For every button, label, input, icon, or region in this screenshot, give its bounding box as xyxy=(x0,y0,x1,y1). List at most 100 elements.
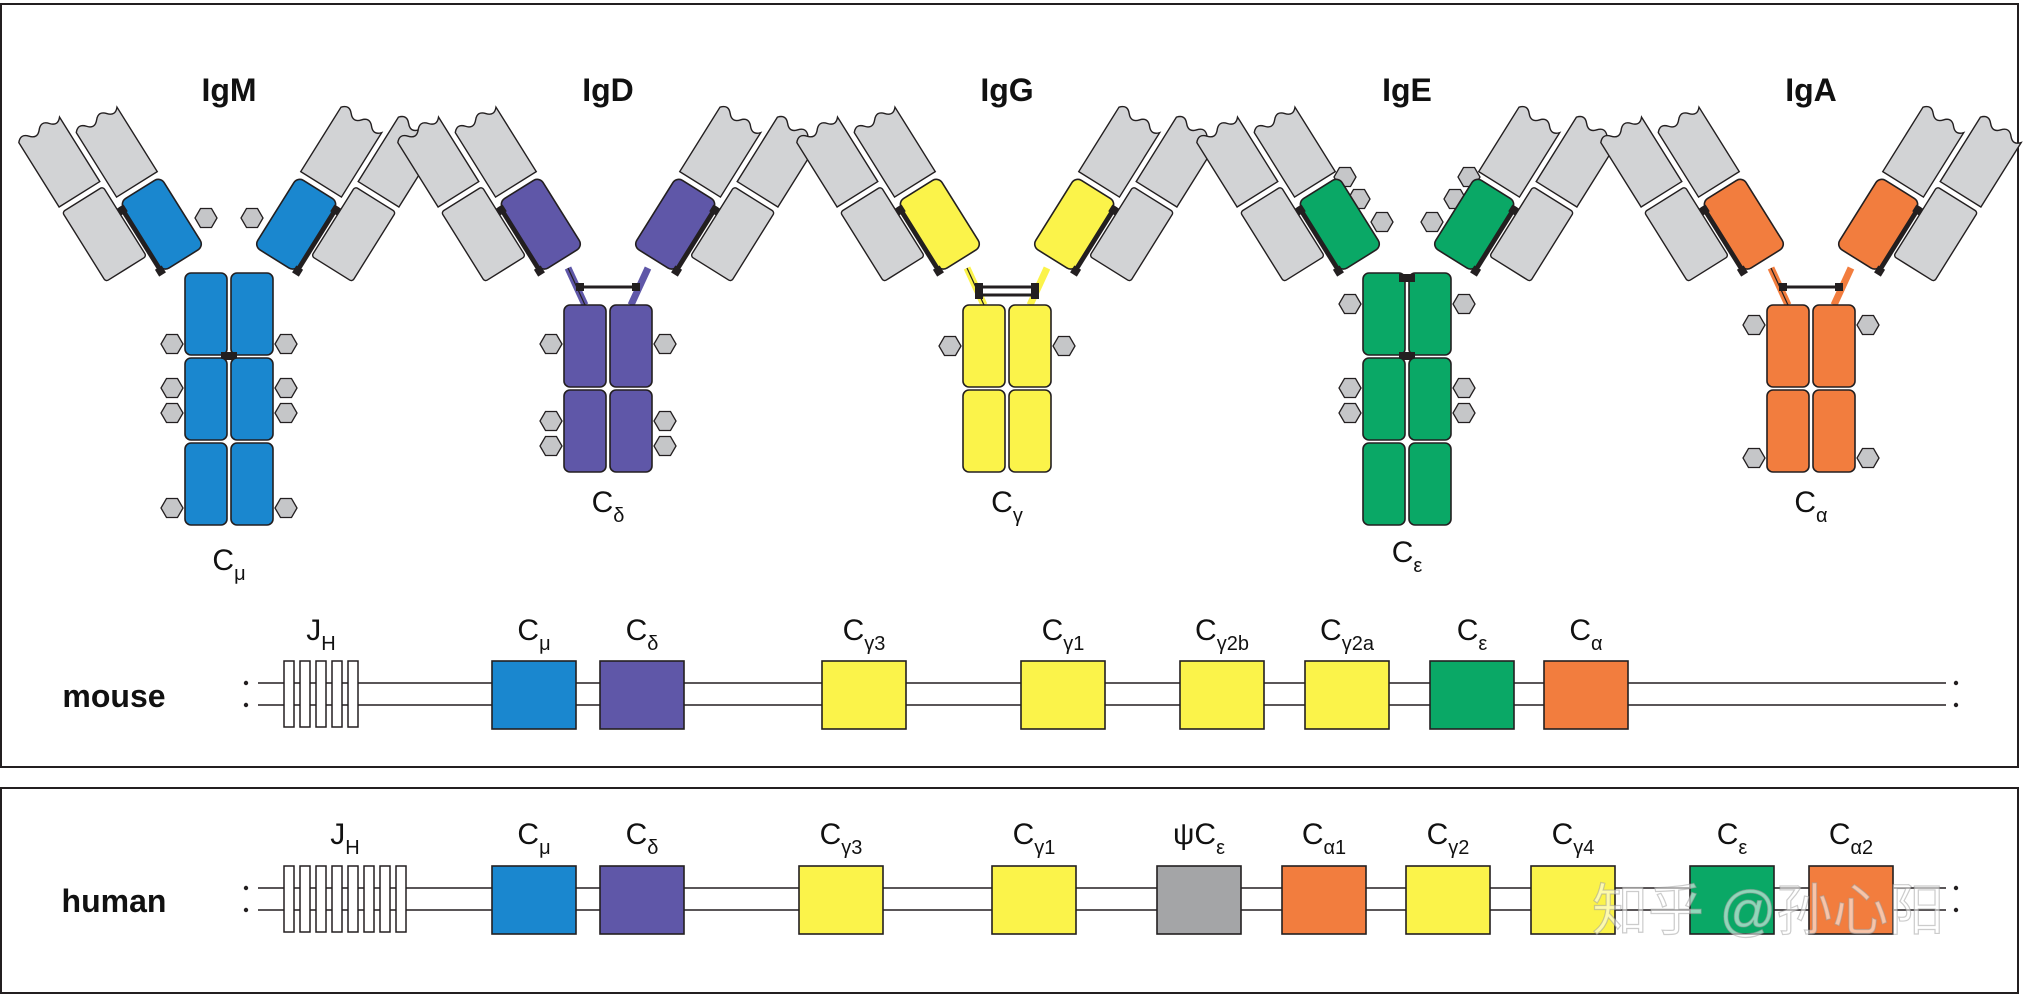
heavy-chain-constant-domain xyxy=(1812,389,1856,473)
jh-segment xyxy=(315,660,327,728)
carbohydrate-hexagon xyxy=(274,333,298,355)
antibody-title: IgE xyxy=(1382,72,1432,108)
constant-region-label-subscript: α xyxy=(1816,505,1828,527)
carbohydrate-hexagon xyxy=(274,497,298,519)
mouse-panel-frame xyxy=(0,3,2019,768)
jh-segment xyxy=(363,865,375,933)
mouse-species-label: mouse xyxy=(62,678,165,714)
cl-domain xyxy=(441,187,526,282)
heavy-chain-constant-domain xyxy=(184,357,228,441)
constant-gene-segment xyxy=(1405,865,1491,935)
constant-gene-segment xyxy=(491,660,577,730)
constant-gene-segment xyxy=(991,865,1077,935)
carbohydrate-hexagon xyxy=(160,333,184,355)
gene-segment-label-base: C xyxy=(1829,818,1851,851)
gene-segment-label: Cμ xyxy=(517,818,550,859)
heavy-chain-constant-domain xyxy=(1812,304,1856,388)
continuation-dot xyxy=(1953,907,1959,913)
heavy-light-disulfide xyxy=(118,205,163,273)
gene-segment-label-subscript: γ2a xyxy=(1342,633,1375,655)
heavy-light-disulfide xyxy=(1473,205,1518,273)
ch1-domain xyxy=(634,178,716,270)
disulfide-bond xyxy=(1399,274,1415,282)
gene-segment-label-subscript: α1 xyxy=(1323,837,1346,859)
antibody-title: IgG xyxy=(980,72,1033,108)
gene-segment-label-subscript: μ xyxy=(539,837,551,859)
constant-gene-segment xyxy=(1304,660,1390,730)
constant-gene-segment xyxy=(1156,865,1242,935)
heavy-light-disulfide xyxy=(896,205,941,273)
gene-segment-label: Cδ xyxy=(626,818,659,859)
constant-gene-segment xyxy=(1530,865,1616,935)
carbohydrate-hexagon xyxy=(1338,402,1362,424)
carbohydrate-hexagon xyxy=(160,377,184,399)
heavy-chain-constant-domain xyxy=(563,304,607,388)
gene-segment-label: Cγ2 xyxy=(1427,818,1470,859)
fab-arm-left xyxy=(1196,105,1381,282)
continuation-dot xyxy=(1953,680,1959,686)
constant-region-label-subscript: δ xyxy=(613,505,624,527)
gene-segment-label-subscript: δ xyxy=(647,633,658,655)
constant-region-label-base: C xyxy=(212,544,234,577)
gene-segment-label-subscript: ε xyxy=(1478,633,1487,655)
carbohydrate-hexagon xyxy=(194,207,218,229)
jh-label: JH xyxy=(306,614,335,655)
jh-segment xyxy=(379,865,391,933)
disulfide-bond xyxy=(1399,352,1415,360)
carbohydrate-hexagon xyxy=(1452,402,1476,424)
heavy-light-disulfide xyxy=(1700,205,1745,273)
carbohydrate-hexagon xyxy=(240,207,264,229)
fab-arm-left xyxy=(1600,105,1785,282)
constant-gene-segment xyxy=(798,865,884,935)
constant-region-label: Cα xyxy=(1794,486,1827,527)
cl-domain xyxy=(1893,187,1978,282)
antibody-title: IgD xyxy=(582,72,634,108)
gene-segment-label: Cα xyxy=(1569,614,1602,655)
fab-arm-right xyxy=(1837,105,2023,282)
gene-segment-label: Cγ3 xyxy=(843,614,886,655)
heavy-chain-constant-domain xyxy=(1362,442,1406,526)
jh-segment xyxy=(283,660,295,728)
jh-segment xyxy=(331,865,343,933)
fab-arm-left xyxy=(397,105,582,282)
gene-segment-label-base: C xyxy=(843,614,865,647)
heavy-chain-constant-domain xyxy=(1008,389,1052,473)
carbohydrate-hexagon xyxy=(1742,447,1766,469)
heavy-light-disulfide xyxy=(497,205,542,273)
carbohydrate-hexagon xyxy=(653,333,677,355)
vh-domain xyxy=(1253,105,1337,199)
carbohydrate-hexagon xyxy=(539,435,563,457)
hinge-region xyxy=(564,266,652,307)
jh-label-base: J xyxy=(330,818,345,851)
fab-arm-right xyxy=(1433,105,1619,282)
carbohydrate-hexagon xyxy=(1338,377,1362,399)
heavy-chain-constant-domain xyxy=(962,304,1006,388)
heavy-chain-constant-domain xyxy=(1408,357,1452,441)
jh-segment xyxy=(315,865,327,933)
gene-segment-label-subscript: γ1 xyxy=(1063,633,1084,655)
vh-domain xyxy=(853,105,937,199)
vl-domain xyxy=(397,115,480,208)
constant-gene-segment xyxy=(1543,660,1629,730)
carbohydrate-hexagon xyxy=(1370,211,1394,233)
continuation-dot xyxy=(243,885,249,891)
gene-segment-label: Cα1 xyxy=(1302,818,1346,859)
jh-label-subscript: H xyxy=(321,633,335,655)
continuation-dot xyxy=(243,680,249,686)
vl-domain xyxy=(796,115,879,208)
jh-segment xyxy=(347,865,359,933)
ch1-domain xyxy=(899,178,981,270)
gene-segment-label-subscript: γ2b xyxy=(1217,633,1249,655)
carbohydrate-hexagon xyxy=(1856,314,1880,336)
heavy-chain-constant-domain xyxy=(1408,272,1452,356)
carbohydrate-hexagon xyxy=(653,410,677,432)
ch1-domain xyxy=(1299,178,1381,270)
gene-segment-label-base: C xyxy=(1320,614,1342,647)
